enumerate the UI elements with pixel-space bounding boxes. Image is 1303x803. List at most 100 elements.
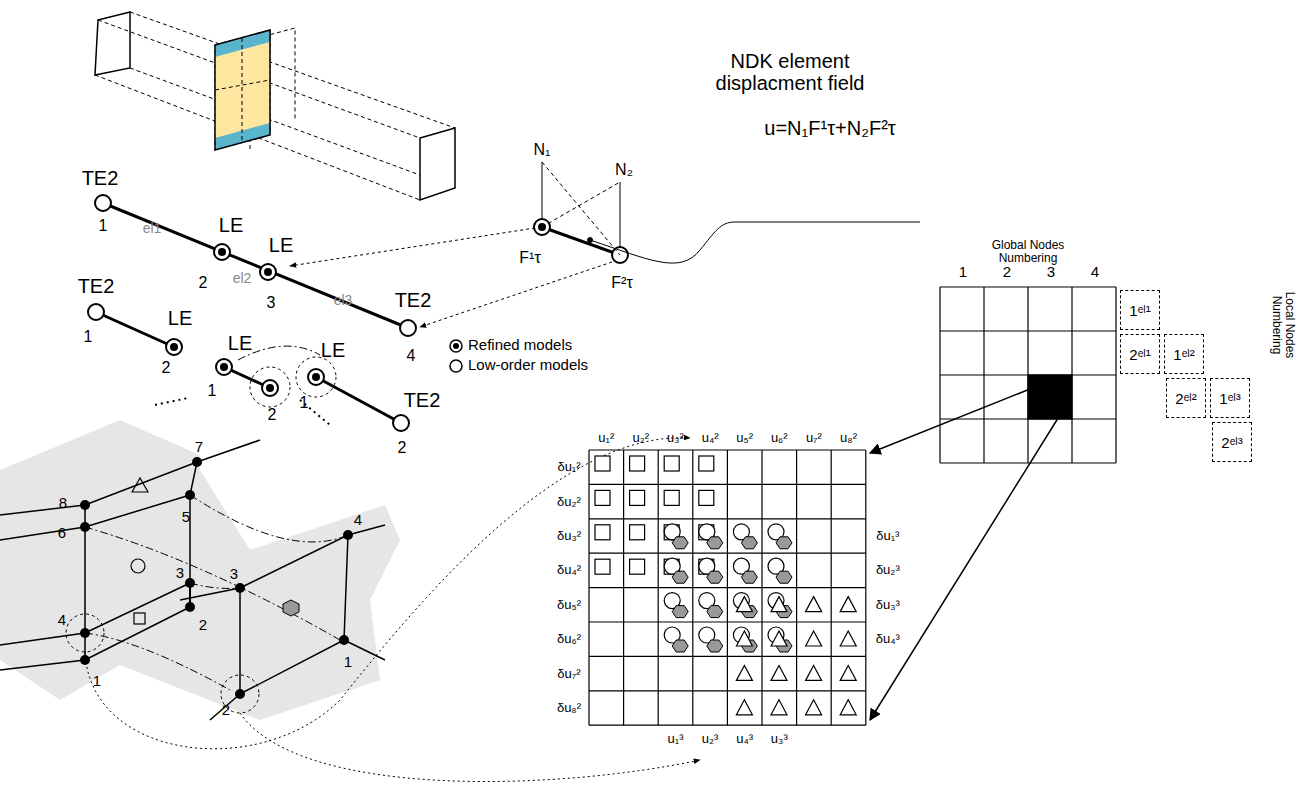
hexagon-mark: [672, 571, 688, 583]
label: LE: [228, 332, 252, 354]
local-node-box: 2ᵉˡ²: [1166, 378, 1206, 418]
hexagon-mark: [707, 606, 723, 618]
label: NDK element displacment field: [693, 50, 888, 94]
label: TE2: [404, 389, 441, 411]
beam-node: [166, 339, 182, 355]
label: u₃²: [667, 431, 684, 445]
label: u=N₁F¹τ+N₂F²τ: [764, 117, 895, 139]
label: 6: [58, 525, 66, 542]
label: δu₅²: [557, 598, 581, 612]
legend-text: Low-order models: [468, 357, 588, 374]
callout-circle: [250, 367, 290, 407]
fe-node: [235, 689, 245, 699]
local-node-box: 1ᵉˡ³: [1210, 378, 1250, 418]
leader-arrow: [290, 228, 535, 266]
square-mark: [664, 456, 679, 471]
label: δu₇²: [557, 666, 580, 680]
local-node-number: 1ᵉˡ¹: [1129, 302, 1150, 319]
beam-node-dot: [170, 343, 178, 351]
callout-circle: [296, 357, 336, 397]
label: 2: [162, 359, 171, 377]
hexagon-mark: [776, 537, 792, 549]
square-mark: [595, 525, 610, 540]
square-mark: [699, 490, 714, 505]
label: LE: [321, 339, 345, 361]
grid-line: [589, 690, 866, 691]
fe-node: [185, 490, 195, 500]
triangle-mark: [806, 597, 822, 612]
fe-node: [80, 628, 90, 638]
square-mark: [630, 525, 645, 540]
label: u₃³: [771, 732, 788, 746]
fe-node: [235, 583, 245, 593]
label: 2: [1003, 264, 1011, 281]
hexagon-mark: [741, 571, 757, 583]
beam-node: [216, 359, 232, 375]
beam-sketch: [95, 12, 455, 200]
grid-line: [761, 450, 762, 725]
local-node-box: 1ᵉˡ²: [1164, 334, 1204, 374]
label: u₈²: [840, 431, 857, 445]
label: 1: [93, 673, 101, 690]
square-mark: [595, 490, 610, 505]
label: 1: [84, 328, 93, 346]
triangle-mark: [840, 597, 856, 612]
fe-node: [192, 457, 202, 467]
label: δu₁²: [557, 460, 580, 474]
triangle-mark: [736, 665, 752, 680]
label: δu₃³: [876, 598, 900, 612]
label: δu₄²: [557, 563, 581, 577]
label: 2: [268, 406, 277, 424]
label: u₁²: [598, 431, 614, 445]
grid-line: [589, 656, 866, 657]
label: LE: [269, 234, 293, 256]
label: 3: [267, 294, 276, 312]
beam-node: [262, 380, 278, 396]
label: 8: [59, 495, 67, 512]
beam-node-dot: [220, 363, 228, 371]
legend-samples: [450, 340, 462, 372]
label: LE: [168, 307, 192, 329]
local-node-number: 2ᵉˡ³: [1221, 434, 1242, 451]
label: u₇²: [806, 431, 822, 445]
square-mark: [630, 559, 645, 574]
label: N₂: [615, 161, 633, 179]
grid-line: [1115, 287, 1116, 463]
grid-line: [1071, 287, 1072, 463]
hexagon-mark: [672, 606, 688, 618]
label: u₁³: [668, 732, 684, 746]
beam-node: [95, 195, 111, 211]
triangle-mark: [736, 700, 752, 715]
local-matrix: [589, 450, 866, 725]
square-mark: [595, 456, 610, 471]
global-matrix: [940, 287, 1116, 463]
triangle-mark: [840, 665, 856, 680]
local-node-number: 2ᵉˡ¹: [1129, 346, 1150, 363]
grid-line: [589, 587, 866, 588]
grid-line: [589, 621, 866, 622]
domain: [0, 420, 400, 720]
hexagon-mark: [707, 571, 723, 583]
triangle-mark: [806, 631, 822, 646]
label: F¹τ: [519, 249, 540, 267]
beam-node-dot: [312, 373, 320, 381]
square-mark: [630, 490, 645, 505]
beam-node: [400, 320, 416, 336]
label: u₄³: [736, 732, 753, 746]
label: el1: [143, 221, 162, 236]
label: 3: [176, 565, 184, 582]
triangle-mark: [736, 631, 752, 646]
label: 5: [182, 509, 190, 526]
beam-node: [214, 244, 230, 260]
beam-node: [88, 304, 104, 320]
beam-line: [96, 203, 620, 423]
label: TE2: [82, 167, 119, 189]
label: 1: [344, 654, 352, 671]
fe-node: [80, 522, 90, 532]
leader-arrow: [420, 262, 612, 327]
triangle-mark: [771, 665, 787, 680]
label: Global Nodes Numbering: [982, 239, 1074, 265]
label: el3: [334, 293, 353, 308]
triangle-mark: [771, 631, 787, 646]
